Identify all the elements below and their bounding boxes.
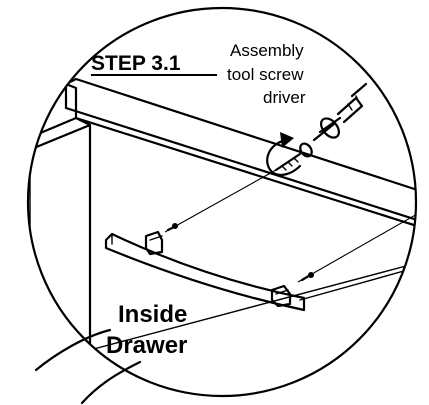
- drawer-scene: [28, 77, 416, 396]
- magnifier-tail: [34, 328, 142, 405]
- long-screw: [274, 142, 313, 172]
- caption-line-3: driver: [263, 88, 306, 107]
- caption-line-2: tool screw: [227, 65, 304, 84]
- screw-guide-lines: [164, 169, 416, 283]
- screw-icon: [166, 223, 314, 282]
- magnifier-circle: [26, 6, 418, 398]
- location-line-1: Inside: [118, 301, 187, 328]
- caption-line-1: Assembly: [230, 41, 304, 60]
- step-title: STEP 3.1: [91, 52, 181, 75]
- drawer-floor-line: [299, 261, 416, 301]
- drawer-front-panel: [64, 77, 416, 234]
- screwdriver-icon: [312, 82, 368, 142]
- drawer-bottom-edge: [89, 257, 416, 351]
- location-line-2: Drawer: [106, 332, 187, 359]
- rotate-arrow-icon: [266, 132, 302, 176]
- handle-icon: [104, 230, 306, 312]
